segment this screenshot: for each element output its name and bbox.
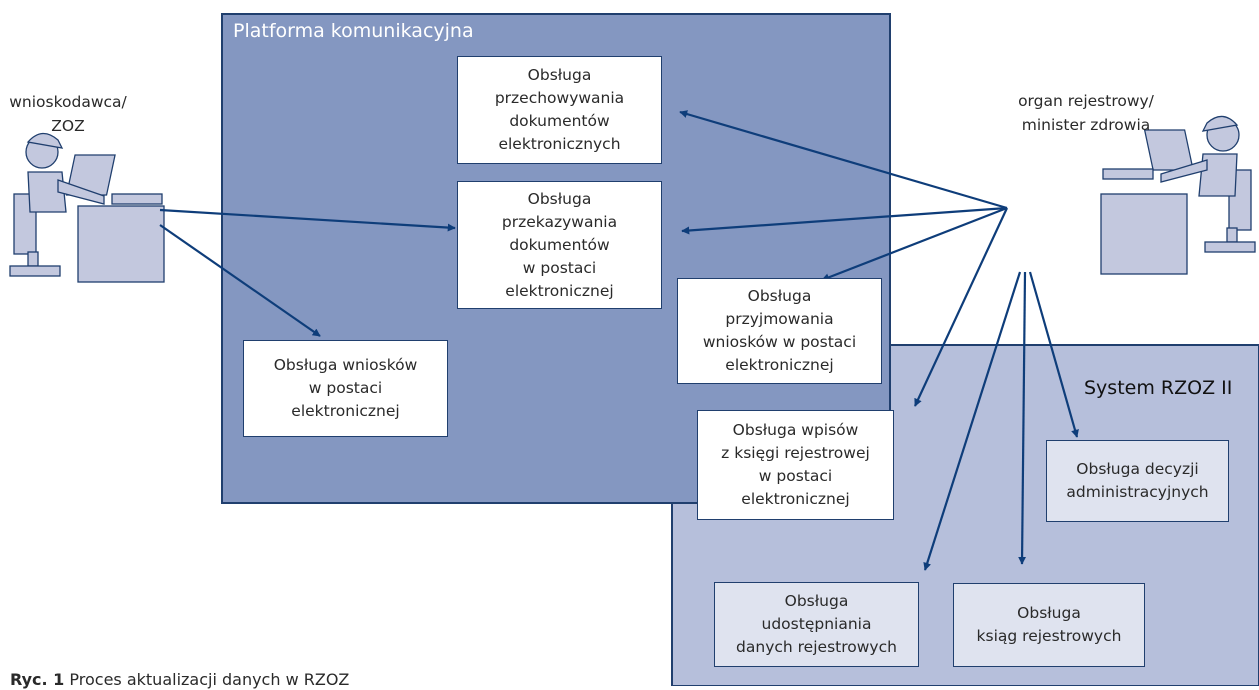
applicant-figure-icon [9, 132, 165, 283]
box-register-books: Obsługa ksiąg rejestrowych [953, 583, 1145, 667]
box-administrative-decisions: Obsługa decyzji administracyjnych [1046, 440, 1229, 522]
box-applications: Obsługa wniosków w postaci elektroniczne… [243, 340, 448, 437]
arrow-applicant-to-transfer [159, 208, 456, 232]
figure-caption: Ryc. 1 Proces aktualizacji danych w RZOZ [10, 670, 349, 690]
box-register-entries: Obsługa wpisów z księgi rejestrowej w po… [697, 410, 894, 520]
arrow-registry-to-receiving [821, 206, 1008, 282]
arrow-registry-to-transfer [681, 206, 1008, 235]
arrows [159, 110, 1079, 571]
box-document-storage: Obsługa przechowywania dokumentów elektr… [457, 56, 662, 164]
applicant-label: wnioskodawca/ ZOZ [9, 93, 127, 135]
arrow-applicant-to-applications [159, 224, 321, 337]
box-register-data-sharing: Obsługa udostępniania danych rejestrowyc… [714, 582, 919, 667]
rzoz-system-title: System RZOZ II [1084, 377, 1233, 399]
platform-title: Platforma komunikacyjna [233, 20, 474, 42]
arrow-registry-to-sharing [923, 271, 1022, 571]
box-application-receiving: Obsługa przyjmowania wniosków w postaci … [677, 278, 882, 384]
arrow-registry-to-books [1018, 271, 1027, 565]
registry-figure-icon [1100, 115, 1256, 275]
caption-label: Ryc. 1 [10, 670, 65, 689]
box-document-transfer: Obsługa przekazywania dokumentów w posta… [457, 181, 662, 309]
arrow-registry-to-storage [679, 110, 1008, 210]
registry-label: organ rejestrowy/ minister zdrowia [1018, 92, 1154, 134]
caption-text: Proces aktualizacji danych w RZOZ [64, 670, 350, 689]
arrow-registry-to-decisions [1028, 271, 1079, 438]
arrow-registry-to-entries [914, 207, 1008, 407]
